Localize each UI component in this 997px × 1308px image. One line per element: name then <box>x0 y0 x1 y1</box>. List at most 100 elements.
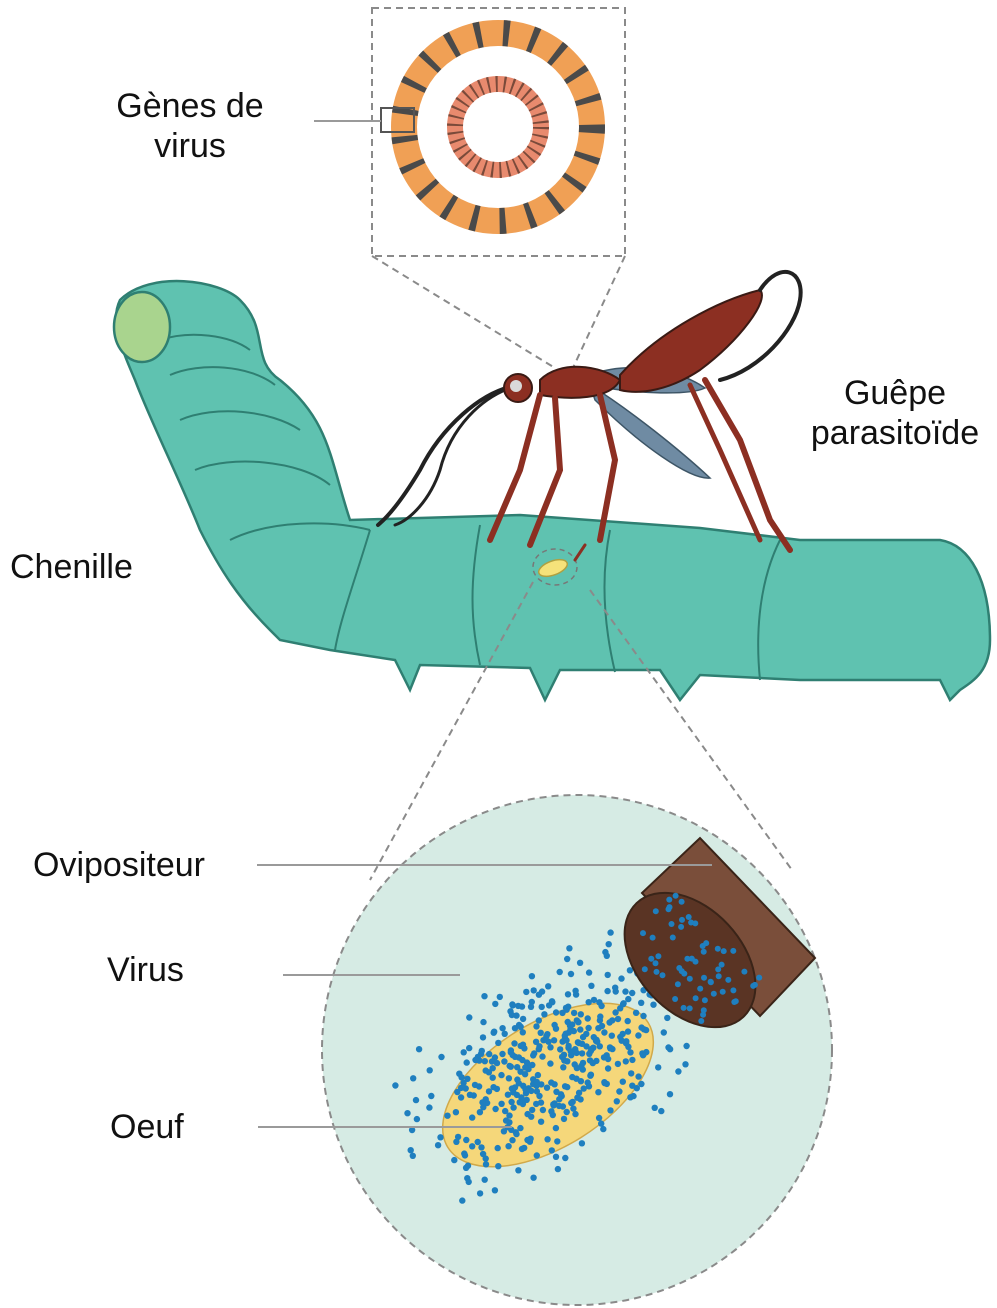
virus-particle-icon <box>555 1166 561 1172</box>
virus-particle-icon <box>482 1058 488 1064</box>
virus-particle-icon <box>428 1093 434 1099</box>
virus-particle-icon <box>416 1046 422 1052</box>
virus-particle-icon <box>529 973 535 979</box>
virus-particle-icon <box>629 1083 635 1089</box>
virus-particle-icon <box>679 917 685 923</box>
virus-particle-icon <box>539 1004 545 1010</box>
virus-particle-icon <box>591 997 597 1003</box>
virus-particle-icon <box>551 1037 557 1043</box>
virus-particle-icon <box>521 1045 527 1051</box>
virus-particle-icon <box>435 1142 441 1148</box>
virus-particle-icon <box>588 1048 594 1054</box>
virus-particle-icon <box>408 1147 414 1153</box>
virus-particle-icon <box>534 1152 540 1158</box>
virus-particle-icon <box>664 1015 670 1021</box>
virus-particle-icon <box>426 1104 432 1110</box>
virus-particle-icon <box>539 1053 545 1059</box>
virus-particle-icon <box>562 1155 568 1161</box>
virus-particle-icon <box>574 1065 580 1071</box>
virus-particle-icon <box>618 975 624 981</box>
virus-particle-icon <box>458 1074 464 1080</box>
virus-particle-icon <box>642 966 648 972</box>
virus-particle-icon <box>654 969 660 975</box>
virus-particle-icon <box>701 949 707 955</box>
virus-particle-icon <box>544 1085 550 1091</box>
virus-particle-icon <box>480 1151 486 1157</box>
virus-particle-icon <box>491 1030 497 1036</box>
virus-particle-icon <box>560 1103 566 1109</box>
virus-particle-icon <box>679 899 685 905</box>
virus-particle-icon <box>561 1057 567 1063</box>
virus-particle-icon <box>540 1037 546 1043</box>
virus-particle-icon <box>466 1045 472 1051</box>
virus-particle-icon <box>607 929 613 935</box>
virus-particle-icon <box>681 1005 687 1011</box>
virus-particle-icon <box>557 969 563 975</box>
virus-particle-icon <box>477 1190 483 1196</box>
virus-particle-icon <box>410 1075 416 1081</box>
virus-particle-icon <box>725 977 731 983</box>
virus-particle-icon <box>513 1012 519 1018</box>
virus-particle-icon <box>492 1106 498 1112</box>
virus-particle-icon <box>538 1119 544 1125</box>
virus-particle-icon <box>698 1018 704 1024</box>
virus-particle-icon <box>492 1001 498 1007</box>
virus-particle-icon <box>548 1079 554 1085</box>
virus-particle-icon <box>529 1107 535 1113</box>
virus-particle-icon <box>605 972 611 978</box>
virus-particle-icon <box>486 1051 492 1057</box>
virus-particle-icon <box>682 1061 688 1067</box>
virus-particle-icon <box>530 1052 536 1058</box>
virus-particle-icon <box>451 1157 457 1163</box>
virus-particle-icon <box>580 1034 586 1040</box>
virus-particle-icon <box>453 1139 459 1145</box>
virus-particle-icon <box>540 1107 546 1113</box>
virus-particle-icon <box>499 1025 505 1031</box>
virus-particle-icon <box>640 1052 646 1058</box>
virus-particle-icon <box>609 1033 615 1039</box>
virus-particle-icon <box>533 1023 539 1029</box>
virus-particle-icon <box>670 935 676 941</box>
virus-particle-icon <box>536 1043 542 1049</box>
virus-particle-icon <box>503 1117 509 1123</box>
virus-particle-icon <box>536 1017 542 1023</box>
virus-particle-icon <box>536 1093 542 1099</box>
virus-particle-icon <box>518 1024 524 1030</box>
virus-particle-icon <box>633 1010 639 1016</box>
virus-particle-icon <box>458 1094 464 1100</box>
virus-particle-icon <box>623 1058 629 1064</box>
virus-particle-icon <box>625 996 631 1002</box>
virus-particle-icon <box>466 1014 472 1020</box>
virus-particle-icon <box>566 945 572 951</box>
virus-particle-icon <box>688 920 694 926</box>
label-wasp: Guêpe parasitoïde <box>795 373 995 453</box>
virus-particle-icon <box>545 983 551 989</box>
virus-particle-icon <box>598 1003 604 1009</box>
virus-particle-icon <box>658 1108 664 1114</box>
virus-particle-icon <box>404 1110 410 1116</box>
virus-particle-icon <box>544 1136 550 1142</box>
virus-particle-icon <box>547 1060 553 1066</box>
virus-particle-icon <box>585 1025 591 1031</box>
virus-particle-icon <box>414 1116 420 1122</box>
virus-particle-icon <box>564 956 570 962</box>
virus-particle-icon <box>524 1137 530 1143</box>
virus-particle-icon <box>514 1064 520 1070</box>
virus-particle-icon <box>629 1057 635 1063</box>
virus-particle-icon <box>538 1099 544 1105</box>
virus-particle-icon <box>720 989 726 995</box>
virus-particle-icon <box>453 1109 459 1115</box>
virus-particle-icon <box>489 1058 495 1064</box>
virus-particle-icon <box>460 1080 466 1086</box>
virus-particle-icon <box>573 1076 579 1082</box>
virus-particle-icon <box>466 1179 472 1185</box>
virus-particle-icon <box>622 988 628 994</box>
virus-particle-icon <box>585 1015 591 1021</box>
virus-particle-icon <box>534 1079 540 1085</box>
virus-particle-icon <box>574 1095 580 1101</box>
virus-particle-icon <box>509 1137 515 1143</box>
virus-particle-icon <box>502 1031 508 1037</box>
virus-particle-icon <box>607 1044 613 1050</box>
virus-particle-icon <box>655 953 661 959</box>
virus-particle-icon <box>675 1068 681 1074</box>
